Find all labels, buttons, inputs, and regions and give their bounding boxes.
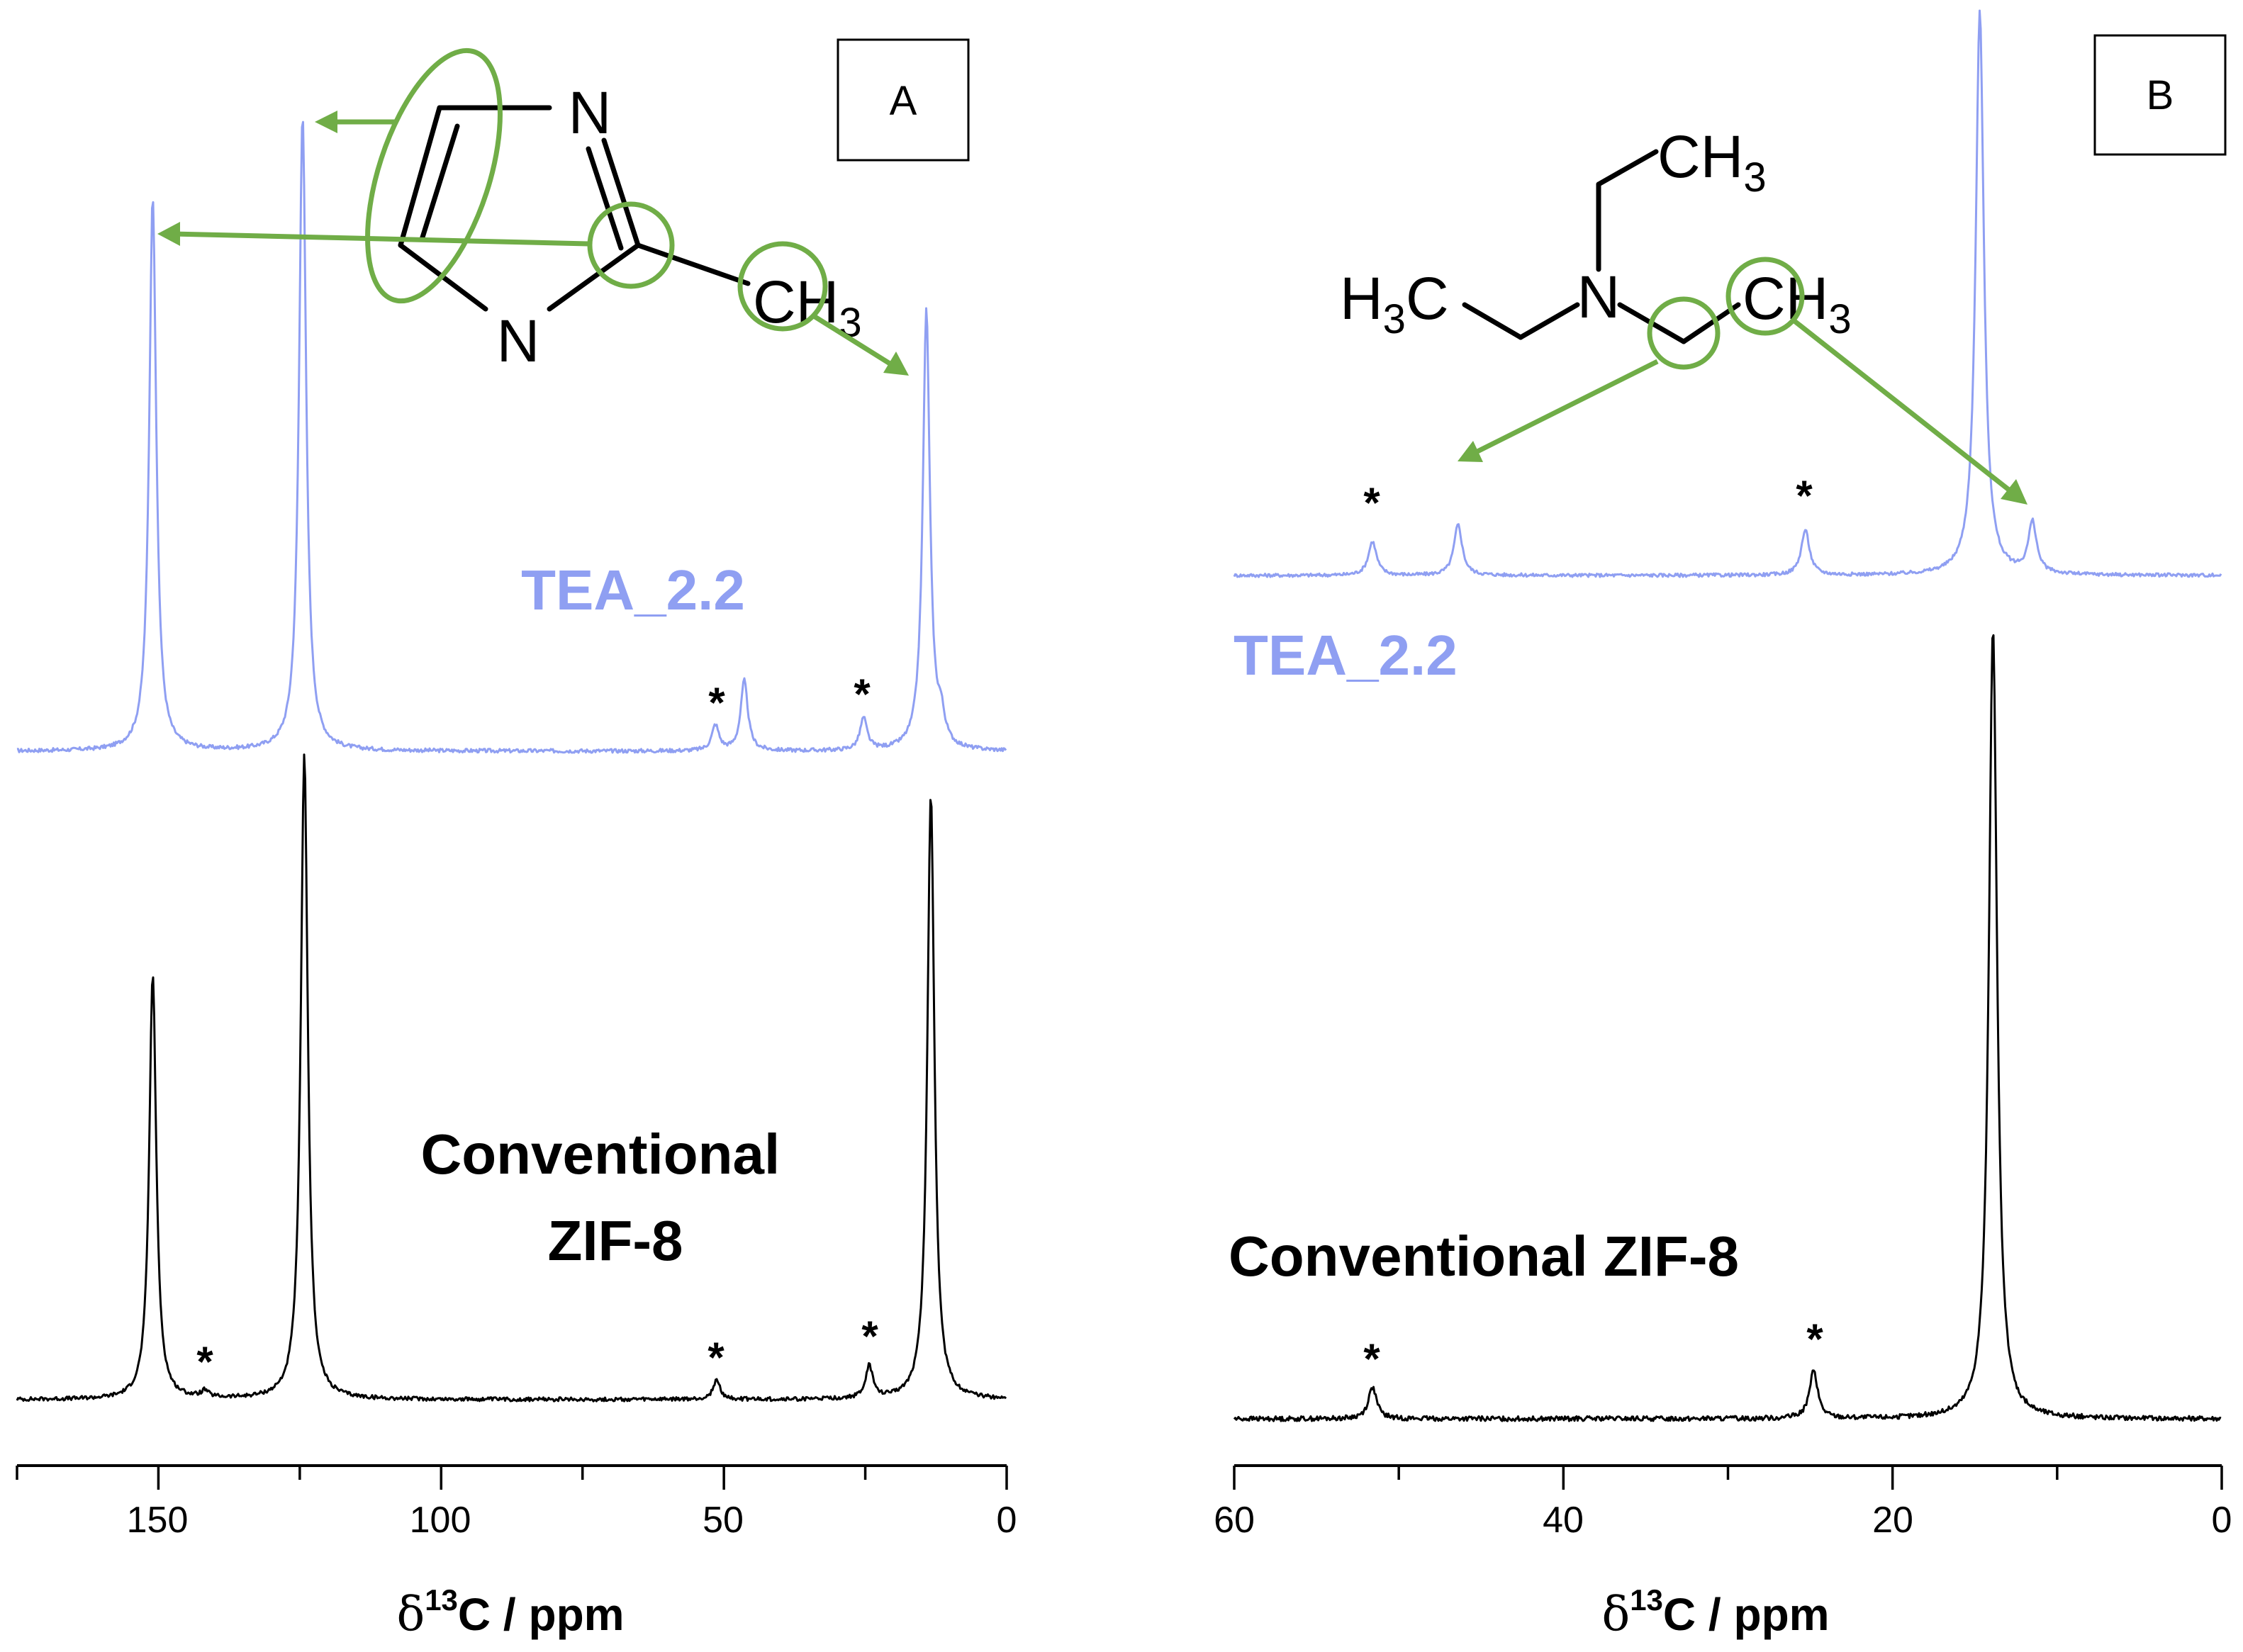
bond (635, 242, 751, 286)
methyl-group: CH3 (1657, 123, 1767, 201)
panel-b-tea-label: TEA_2.2 (1234, 624, 1458, 687)
panel-a-tea-label: TEA_2.2 (521, 558, 745, 622)
bond (398, 105, 442, 248)
panel-b-ticks (1233, 1466, 2223, 1490)
sideband-marker: * (1363, 479, 1380, 527)
panel-a-tick-label: 150 (127, 1500, 189, 1541)
highlight-ring (365, 47, 503, 304)
spectrum-line-tea-2-2 (1233, 9, 2222, 578)
panel-b-label: B (2147, 72, 2174, 118)
bond (419, 123, 460, 242)
panel-b-label-box (2093, 34, 2227, 156)
assignment-arrow (174, 231, 589, 247)
panel-b-spectra (1233, 9, 2222, 1422)
atom-n: N (1577, 264, 1621, 330)
panel-a-label-box (837, 38, 970, 162)
highlight-ring (1647, 296, 1721, 370)
panel-b-tick-label: 40 (1543, 1500, 1584, 1541)
arrowhead (2001, 479, 2027, 505)
methyl-group: H3C (1340, 265, 1449, 342)
panel-a-spectra (16, 120, 1007, 1403)
atom-n: N (569, 79, 612, 146)
panel-a-axis-title: δ13C / ppm (396, 1583, 624, 1641)
arrowhead (157, 222, 180, 246)
panel-a-conventional-label: Conventional ZIF-8 (421, 1123, 796, 1272)
sideband-marker: * (1363, 1335, 1380, 1383)
arrowhead (883, 352, 909, 376)
panel-a-label: A (890, 78, 917, 124)
bond (1462, 302, 1523, 340)
panel-b-tick-label: 0 (2212, 1500, 2232, 1541)
panel-a-tick-label: 50 (703, 1500, 744, 1541)
sideband-marker: * (861, 1313, 878, 1360)
assignment-arrow (812, 314, 895, 368)
panel-a-tick-label: 0 (997, 1500, 1017, 1541)
panel-b-tick-label: 20 (1872, 1500, 1913, 1541)
atom-n: N (497, 308, 540, 374)
highlight-ring (737, 241, 828, 332)
spectrum-line-conventional-zif-8 (1233, 634, 2222, 1422)
bond (586, 146, 624, 251)
panel-b: 60 40 20 0 δ13C / ppm B TEA_2.2 Conventi… (1214, 9, 2232, 1641)
arrowhead (315, 111, 337, 133)
methyl-group: CH3 (1743, 265, 1852, 342)
highlight-ring (587, 201, 675, 289)
spectrum-line-conventional-zif-8 (16, 753, 1007, 1403)
spectrum-line-tea-2-2 (16, 120, 1007, 754)
assignment-arrow (1791, 318, 2015, 495)
sideband-marker: * (854, 670, 871, 718)
panel-a-ticks (16, 1466, 1008, 1490)
sideband-marker: * (196, 1338, 213, 1386)
highlight-ring (1725, 257, 1805, 336)
panel-b-tick-label: 60 (1214, 1500, 1255, 1541)
assignment-arrow (1472, 359, 1659, 456)
panel-b-conventional-label: Conventional ZIF-8 (1229, 1225, 1739, 1288)
panel-a: 150 100 50 0 δ13C / ppm A TEA_2.2 Conven… (16, 38, 1017, 1641)
sideband-marker: * (1796, 472, 1813, 519)
bond (1596, 149, 1659, 187)
sideband-marker: * (707, 1334, 725, 1381)
sideband-marker: * (1806, 1315, 1823, 1363)
panel-b-molecule-triethylamine: N CH3 H3C CH3 (1340, 123, 2027, 505)
arrowhead (1458, 441, 1483, 462)
panel-a-tick-label: 100 (410, 1500, 471, 1541)
sideband-marker: * (708, 679, 725, 726)
panel-a-molecule-2-methylimidazole: N N CH3 (157, 47, 909, 376)
bond (547, 242, 641, 312)
bond (601, 137, 641, 248)
bond (1518, 302, 1580, 340)
panel-b-axis-title: δ13C / ppm (1601, 1583, 1829, 1641)
